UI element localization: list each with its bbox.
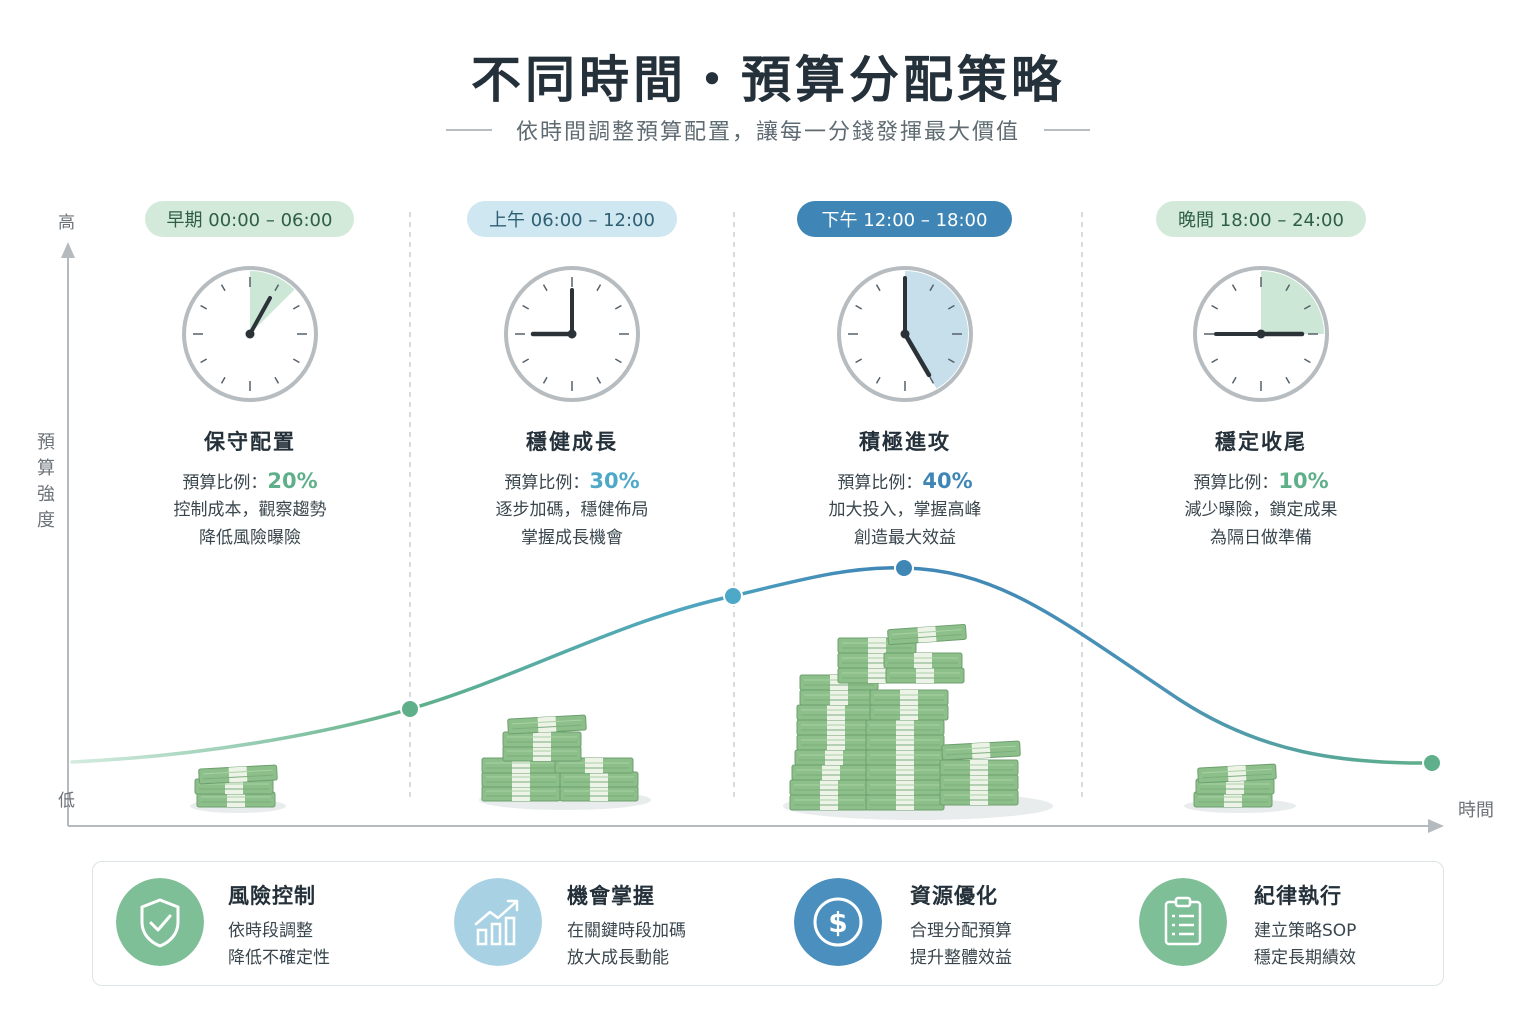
ratio-line: 預算比例：40%: [837, 469, 973, 493]
shield-check-icon: [116, 878, 204, 966]
feature-title: 風險控制: [228, 884, 316, 908]
ratio-value: 20%: [267, 469, 318, 493]
x-axis-title: 時間: [1458, 800, 1494, 821]
strategy-desc-line: 降低風險曝險: [199, 528, 301, 548]
feature-title: 機會掌握: [567, 884, 655, 908]
feature-desc-line: 降低不確定性: [228, 948, 330, 968]
page-subtitle: 依時間調整預算配置，讓每一分錢發揮最大價值: [515, 120, 1020, 145]
feature-desc-line: 穩定長期績效: [1254, 948, 1356, 968]
strategy-desc-line: 逐步加碼，穩健佈局: [495, 500, 649, 520]
feature-desc-line: 依時段調整: [228, 921, 313, 941]
time-range-pill: 下午 12:00 – 18:00: [797, 201, 1012, 237]
clock-3-oclock-icon: [1193, 266, 1329, 402]
feature-title: 紀律執行: [1254, 884, 1342, 908]
clock-9-oclock-icon: [504, 266, 640, 402]
subtitle-right-rule: [1044, 129, 1090, 131]
feature-desc-line: 提升整體效益: [910, 948, 1012, 968]
y-axis-arrow: [61, 242, 75, 258]
x-axis-arrow: [1428, 819, 1444, 833]
subtitle-left-rule: [445, 129, 492, 131]
dollar-icon: $: [794, 878, 882, 966]
subtitle-row: 依時間調整預算配置，讓每一分錢發揮最大價值: [0, 114, 1536, 146]
strategy-desc-line: 為隔日做準備: [1210, 528, 1312, 548]
feature-title: 資源優化: [910, 884, 998, 908]
curve-point: [400, 699, 420, 719]
curve-point: [723, 586, 743, 606]
clock-5-oclock-icon: [837, 266, 973, 402]
strategy-title: 穩定收尾: [1215, 430, 1307, 454]
growth-chart-icon: [454, 878, 542, 966]
feature-desc-line: 在關鍵時段加碼: [567, 921, 686, 941]
budget-intensity-curve: [70, 566, 1434, 765]
time-range-pill: 早期 00:00 – 06:00: [145, 201, 354, 237]
y-axis-title: 預 算 強 度: [37, 432, 55, 531]
clock-1-oclock-icon: [182, 266, 318, 402]
small-cash-stack-icon: [1193, 763, 1277, 808]
page-title: 不同時間・預算分配策略: [471, 51, 1065, 109]
strategy-desc-line: 減少曝險，鎖定成果: [1184, 500, 1338, 520]
strategy-desc-line: 加大投入，掌握高峰: [828, 500, 982, 520]
feature-desc-line: 合理分配預算: [910, 921, 1012, 941]
ratio-line: 預算比例：30%: [504, 469, 640, 493]
strategy-desc-line: 控制成本，觀察趨勢: [173, 500, 327, 520]
y-axis-high-label: 高: [58, 213, 75, 233]
strategy-title: 積極進攻: [859, 430, 951, 454]
strategy-desc-line: 掌握成長機會: [521, 528, 623, 548]
curve-point: [894, 558, 914, 578]
ratio-value: 40%: [922, 469, 973, 493]
y-axis-low-label: 低: [58, 791, 75, 811]
svg-text:$: $: [828, 906, 847, 939]
medium-cash-stack-icon: [481, 714, 639, 802]
time-range-pill: 晚間 18:00 – 24:00: [1156, 201, 1366, 237]
time-range-pill: 上午 06:00 – 12:00: [467, 201, 677, 237]
strategy-title: 保守配置: [204, 430, 296, 454]
curve-point: [1422, 753, 1442, 773]
ratio-value: 10%: [1278, 469, 1329, 493]
ratio-value: 30%: [589, 469, 640, 493]
strategy-desc-line: 創造最大效益: [854, 528, 956, 548]
ratio-line: 預算比例：20%: [182, 469, 318, 493]
small-cash-stack-icon: [194, 764, 278, 808]
strategy-title: 穩健成長: [526, 430, 618, 454]
large-cash-stack-icon: [789, 623, 1021, 811]
ratio-line: 預算比例：10%: [1193, 469, 1329, 493]
feature-desc-line: 放大成長動能: [567, 948, 669, 968]
feature-desc-line: 建立策略SOP: [1254, 921, 1357, 941]
checklist-icon: [1139, 878, 1227, 966]
